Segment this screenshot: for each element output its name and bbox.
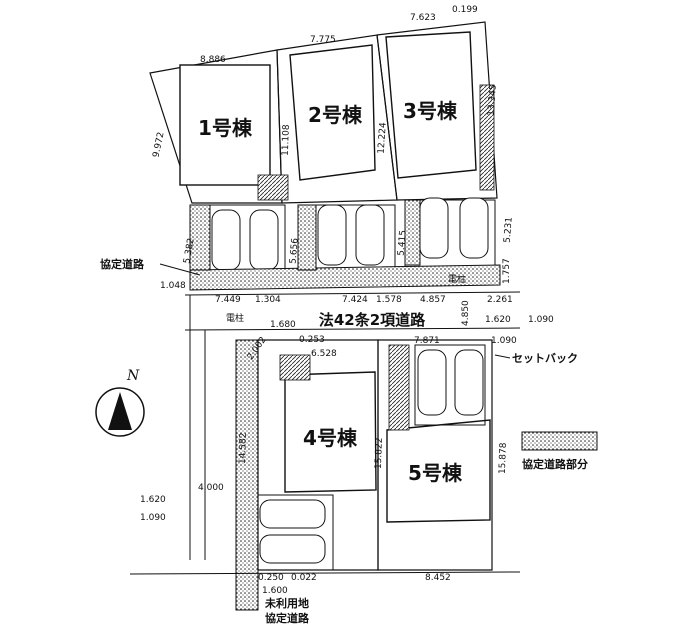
legend-label: 協定道路部分: [522, 457, 588, 471]
dim-text: 7.871: [414, 336, 440, 346]
dim-text: 0.022: [291, 573, 317, 583]
planting-strip: [189, 204, 211, 271]
car-outlines: [211, 197, 489, 564]
stairs-hatch: [257, 174, 289, 201]
upper-lots-outline: [149, 21, 498, 204]
dim-text: 1.578: [376, 295, 402, 305]
lower-lots-outline: [257, 339, 493, 571]
house-footprints: [179, 31, 491, 523]
setback-label: セットバック: [512, 352, 578, 365]
dim-text: 0.199: [452, 5, 478, 15]
dim-text: 8.886: [200, 55, 226, 65]
dimensions: 8.886 7.775 7.623 0.199 9.972 11.108 12.…: [140, 5, 554, 596]
house-2-label: 2号棟: [308, 103, 363, 127]
house-1-footprint: [179, 64, 271, 186]
legend-swatch: [521, 431, 598, 451]
road-edge-line: [184, 291, 521, 296]
car-icon: [317, 204, 347, 266]
utility-pole-label: 電柱: [226, 312, 244, 324]
car-icon: [459, 197, 489, 259]
dim-text: 12.224: [377, 122, 389, 154]
car-icon: [259, 499, 326, 529]
stairs-hatch: [279, 354, 311, 381]
agreement-road-band: [189, 264, 501, 291]
house-5-label: 5号棟: [408, 461, 463, 485]
dim-text: 13.345: [487, 84, 499, 116]
house-3-label: 3号棟: [403, 99, 458, 123]
car-icon: [454, 349, 484, 416]
house-1-label: 1号棟: [198, 116, 253, 140]
road-lines: [129, 291, 521, 575]
dim-text: 1.090: [528, 315, 554, 325]
dim-text: 4.850: [461, 300, 471, 326]
main-road-label: 法42条2項道路: [319, 311, 426, 329]
planting-strip: [404, 199, 421, 266]
hatched-elements: [257, 84, 495, 431]
dim-text: 7.775: [310, 35, 336, 45]
dim-text: 15.878: [498, 442, 509, 474]
dim-text: 6.528: [311, 349, 337, 359]
dim-text: 5.231: [503, 217, 515, 244]
fence-hatch: [479, 84, 495, 191]
car-icon: [419, 197, 449, 259]
car-icon: [259, 534, 326, 564]
dim-text: 0.250: [258, 573, 284, 583]
dim-text: 7.449: [215, 295, 241, 305]
house-5-footprint: [386, 419, 491, 523]
north-arrow-icon: [108, 392, 132, 430]
dim-text: 1.620: [140, 495, 166, 505]
dim-text: 1.620: [485, 315, 511, 325]
agreement-road-left-strip: [235, 339, 259, 611]
dim-text: 1.304: [255, 295, 281, 305]
car-icon: [355, 204, 385, 266]
dim-text: 11.108: [281, 124, 292, 156]
dim-text: 4.000: [198, 483, 224, 493]
planting-strip: [297, 204, 317, 271]
house-2-footprint: [289, 44, 376, 181]
dim-text: 0.253: [299, 335, 325, 345]
house-4-label: 4号棟: [303, 426, 358, 450]
north-label: N: [126, 368, 140, 384]
dim-text: 7.424: [342, 295, 368, 305]
car-icon: [211, 209, 241, 271]
dim-text: 5.415: [397, 230, 409, 257]
dim-text: 1.757: [502, 258, 512, 284]
parking-lot-5: [414, 344, 486, 426]
dim-text: 1.600: [262, 586, 288, 596]
agreement-road-areas: [189, 199, 501, 611]
dim-text: 9.972: [151, 131, 166, 158]
agreement-road-leader: [159, 263, 201, 276]
compass: N: [95, 368, 145, 437]
car-icon: [417, 349, 447, 416]
dim-text: 1.090: [491, 336, 517, 346]
agreement-road-bottom-label: 協定道路: [265, 611, 310, 625]
bottom-line: [129, 571, 521, 575]
unused-land-label: 未利用地: [264, 596, 309, 610]
dim-text: 7.623: [410, 13, 436, 23]
agreement-road-label: 協定道路: [100, 257, 145, 271]
dim-text: 8.452: [425, 573, 451, 583]
house-3-footprint: [385, 31, 477, 179]
dim-text: 4.857: [420, 295, 446, 305]
dim-text: 5.656: [289, 237, 301, 264]
dim-text: 2.261: [487, 295, 513, 305]
dim-text: 1.680: [270, 320, 296, 330]
lot-3-boundary: [376, 21, 498, 201]
car-icon: [249, 209, 279, 271]
dim-text: 15.822: [374, 437, 385, 469]
dim-text: 1.048: [160, 281, 186, 291]
setback-leader: [494, 354, 511, 359]
dim-text: 5.382: [182, 237, 196, 264]
road-edge-line: [184, 327, 521, 331]
dim-text: 1.090: [140, 513, 166, 523]
utility-pole-label: 電柱: [448, 273, 466, 285]
lot-5-boundary: [377, 339, 493, 571]
house-4-footprint: [284, 371, 377, 493]
dim-text: 14.582: [238, 432, 249, 464]
stairs-hatch: [388, 344, 410, 431]
